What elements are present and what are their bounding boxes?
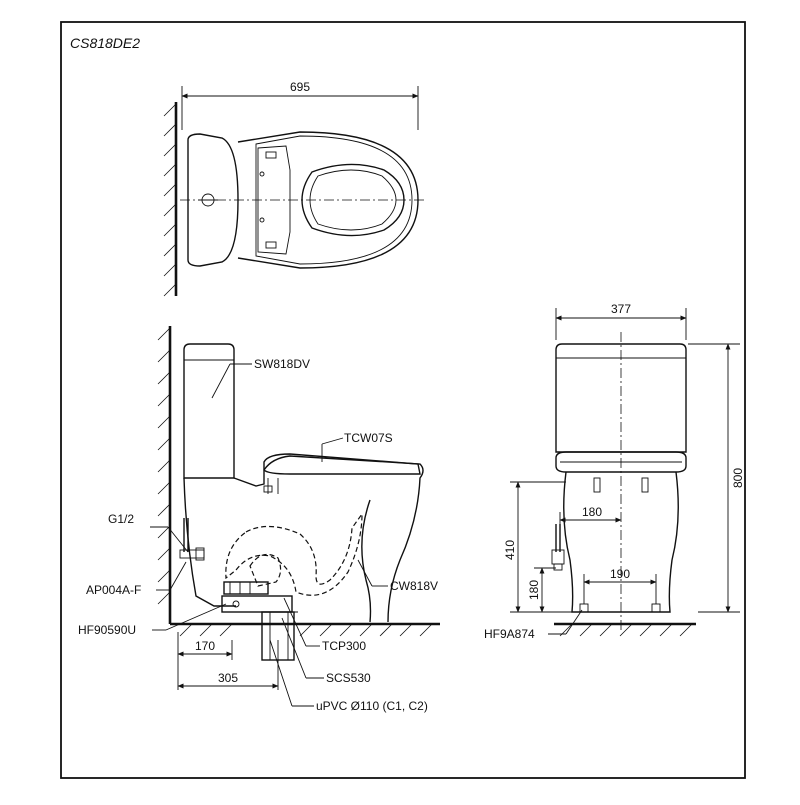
floor-hatch-front (559, 623, 693, 637)
side-view (150, 326, 440, 707)
wall-hatch-top (163, 103, 177, 297)
dim-total-height: 800 (731, 468, 745, 488)
dim-floor-170: 170 (195, 639, 215, 653)
label-inlet: G1/2 (108, 512, 134, 526)
frame-border (60, 21, 746, 779)
dim-floor-305: 305 (218, 671, 238, 685)
label-pipe: uPVC Ø110 (C1, C2) (316, 699, 428, 713)
dim-top-width: 695 (290, 80, 310, 94)
model-code: CS818DE2 (70, 35, 140, 51)
top-view (163, 86, 425, 297)
dim-inlet-height: 410 (503, 540, 517, 560)
wall-hatch-side (157, 327, 171, 605)
label-tank: SW818DV (254, 357, 310, 371)
label-valve: AP004A-F (86, 583, 141, 597)
label-flange: HF90590U (78, 623, 136, 637)
dim-drain-height: 180 (527, 580, 541, 600)
label-connector: TCP300 (322, 639, 366, 653)
label-seat: TCW07S (344, 431, 393, 445)
dim-foot-spacing: 190 (610, 567, 630, 581)
label-seal: SCS530 (326, 671, 371, 685)
label-bowl: CW818V (390, 579, 438, 593)
dim-inlet-offset: 180 (582, 505, 602, 519)
front-view (510, 308, 740, 637)
dim-side-width: 377 (611, 302, 631, 316)
floor-hatch-side (179, 623, 433, 637)
label-side-flange: HF9A874 (484, 627, 535, 641)
